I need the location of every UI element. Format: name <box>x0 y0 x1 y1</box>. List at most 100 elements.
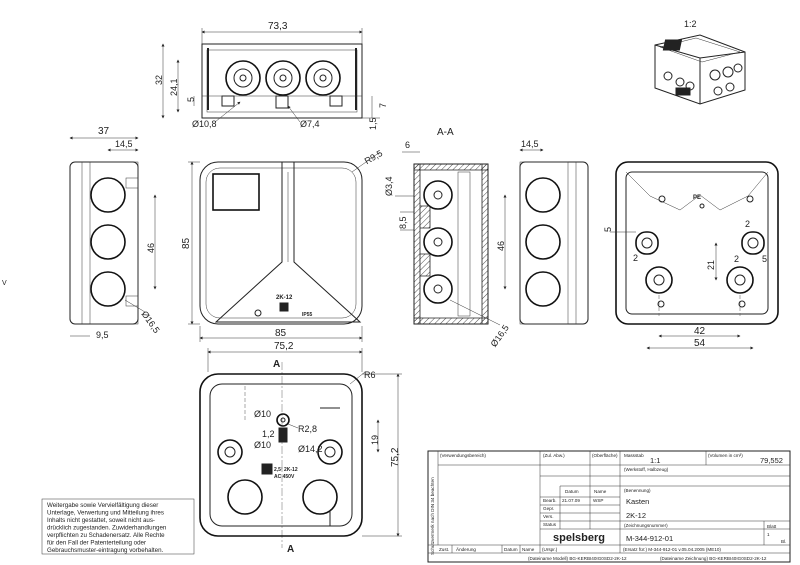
tb-bottom-datum: Datum <box>504 547 518 552</box>
notice-line-6: für den Fall der Patenterteilung oder <box>47 540 146 547</box>
dim-front-radius: R9,5 <box>363 148 384 166</box>
dim-right-14-5: 14,5 <box>521 139 539 149</box>
dim-section-dia-16-5: Ø16,5 <box>489 323 511 349</box>
tb-dateiname-modell: (Dateiname Modell) BG-KERBI40IG0SD2-2K-1… <box>528 556 627 561</box>
dim-bottom-r2-8: R2,8 <box>298 424 317 434</box>
bottom-view: 75,2 A A 2,5² 2K-12 AC 450V R6 Ø10 R2,8 … <box>199 341 402 555</box>
dim-bottom-width: 75,2 <box>274 341 294 352</box>
dim-top-height: 32 <box>154 75 164 85</box>
dim-bottom-radius: R6 <box>364 370 376 380</box>
dim-left-46: 46 <box>146 243 156 253</box>
tb-drawing-number: M-344-912-01 <box>626 534 673 543</box>
tb-row-vers: Vers. <box>543 514 553 519</box>
bottom-rating-label: 2,5² 2K-12 <box>274 467 298 473</box>
dim-left-37: 37 <box>98 126 110 137</box>
tb-ersatz: (Ersatz für:) M-344-912-01 v.05.04.2005 … <box>623 547 721 552</box>
section-title: A-A <box>437 127 454 138</box>
front-model-label: 2K-12 <box>276 295 293 301</box>
notice-line-1: Weitergabe sowie Vervielfältigung dieser <box>47 502 158 509</box>
dim-inner-21: 21 <box>706 260 716 270</box>
dim-top-dia-10-8: Ø10,8 <box>192 119 217 129</box>
tb-oberflaeche: (Oberfläche) <box>592 453 618 458</box>
top-view: 73,3 32 24,1 5 Ø10,8 Ø7,4 7 1,5 <box>154 21 388 130</box>
dim-inner-2-left: 2 <box>633 253 638 263</box>
tb-zeichnungsnummer-label: (Zeichnungsnummer) <box>624 523 668 528</box>
tb-name-label: Name <box>594 489 607 494</box>
bottom-volt-label: AC 450V <box>274 474 295 480</box>
title-block: Schutzvermerk nach DIN 34 beachten (Verw… <box>427 450 791 563</box>
left-edge-mark: V <box>2 280 7 287</box>
tb-benennung-label: (Benennung) <box>624 488 651 493</box>
front-view: 2K-12 IP55 R9,5 85 85 <box>181 148 384 342</box>
right-side-view: 14,5 46 <box>496 139 589 325</box>
tb-datum-label: Datum <box>565 489 579 494</box>
dim-top-5: 5 <box>186 97 196 102</box>
tb-benennung-1: Kasten <box>626 497 649 506</box>
tb-bearb-datum: 21.07.09 <box>562 498 580 503</box>
scale-note: 1:2 <box>684 19 697 29</box>
tb-verwendungsbereich: (Verwendungsbereich) <box>440 453 486 458</box>
dim-bottom-1-2: 1,2 <box>262 429 275 439</box>
front-ip-label: IP55 <box>302 312 313 318</box>
tb-massstab-value: 1:1 <box>650 456 660 465</box>
tb-bearb-name: WSP <box>593 498 603 503</box>
tb-volumen-value: 79,552 <box>760 456 783 465</box>
dim-section-dia-3-4: Ø3,4 <box>384 176 394 196</box>
dim-inner-2-bottom: 2 <box>734 254 739 264</box>
section-a-a-view: A-A 6 Ø3,4 8,5 Ø16,5 <box>384 127 511 349</box>
tb-zul-abw: (Zul. Abw.) <box>543 453 565 458</box>
dim-inner-54: 54 <box>694 338 706 349</box>
dim-left-9-5: 9,5 <box>96 330 109 340</box>
tb-dateiname-zeichnung: (Dateiname Zeichnung) BG-KERBI40IG0SD2-2… <box>660 556 767 561</box>
dim-bottom-height: 75,2 <box>390 447 401 467</box>
legal-notice: Weitergabe sowie Vervielfältigung dieser… <box>41 498 195 555</box>
dim-top-7: 7 <box>378 103 388 108</box>
tb-blatt-value: 1 <box>767 532 770 537</box>
tb-row-bearb: Bearb. <box>543 498 557 503</box>
tb-massstab-label: Massstab <box>624 453 644 458</box>
dim-left-dia: Ø16,5 <box>139 309 161 335</box>
dim-inner-5-right: 5 <box>762 254 767 264</box>
tb-blatt-label: Blatt <box>767 524 777 529</box>
section-mark-bottom: A <box>287 544 294 555</box>
tb-benennung-2: 2K-12 <box>626 511 646 520</box>
dim-top-dia-7-4: Ø7,4 <box>300 119 320 129</box>
dim-top-1-5: 1,5 <box>368 117 378 130</box>
inner-view: PE 5 2 2 21 5 2 42 54 <box>603 161 779 350</box>
inner-pe-label: PE <box>693 195 701 201</box>
dim-top-width: 73,3 <box>268 21 288 32</box>
tb-row-gepr: Gepr. <box>543 506 554 511</box>
tb-row-status: Status <box>543 522 557 527</box>
dim-inner-2-right: 2 <box>745 219 750 229</box>
dim-bottom-dia-14-2: Ø14,2 <box>298 444 323 454</box>
notice-line-4: drücklich zugestanden. Zuwiderhandlungen <box>47 525 167 532</box>
dim-front-height: 85 <box>181 237 192 249</box>
dim-left-14-5: 14,5 <box>115 139 133 149</box>
dim-inner-5: 5 <box>603 227 613 232</box>
dim-section-6: 6 <box>405 140 410 150</box>
section-mark-top: A <box>273 359 280 370</box>
dim-top-inner-height: 24,1 <box>169 78 179 96</box>
tb-werkstoff-label: (Werkstoff, Halbzeug) <box>624 467 669 472</box>
notice-line-2: Unterlage, Verwertung und Mitteilung ihr… <box>47 510 164 517</box>
dim-section-8-5: 8,5 <box>398 216 408 229</box>
tb-bl-label: Bl. <box>781 539 786 544</box>
tb-bottom-urspr: (Urspr.) <box>542 547 558 552</box>
notice-line-5: verpflichten zu Schadenersatz. Alle Rech… <box>47 532 165 539</box>
tb-bottom-aenderung: Änderung <box>456 546 476 552</box>
tb-bottom-name: Name <box>522 547 535 552</box>
isometric-view: 1:2 <box>654 19 746 105</box>
tb-volumen-label: (Volumen in cm³) <box>708 453 743 458</box>
left-side-view: 37 14,5 46 Ø16,5 9,5 <box>69 126 162 340</box>
dim-bottom-19: 19 <box>370 435 380 445</box>
dim-bottom-dia-10-top: Ø10 <box>254 409 271 419</box>
tb-brand: spelsberg <box>553 532 605 544</box>
dim-right-46: 46 <box>496 241 506 251</box>
dim-front-width: 85 <box>275 328 287 339</box>
notice-line-7: Gebrauchsmuster-eintragung vorbehalten. <box>47 547 164 554</box>
dim-inner-42: 42 <box>694 326 706 337</box>
dim-bottom-dia-10-mid: Ø10 <box>254 440 271 450</box>
protection-note: Schutzvermerk nach DIN 34 beachten <box>430 477 435 555</box>
notice-line-3: Inhalts nicht gestattet, soweit nicht au… <box>47 517 155 524</box>
